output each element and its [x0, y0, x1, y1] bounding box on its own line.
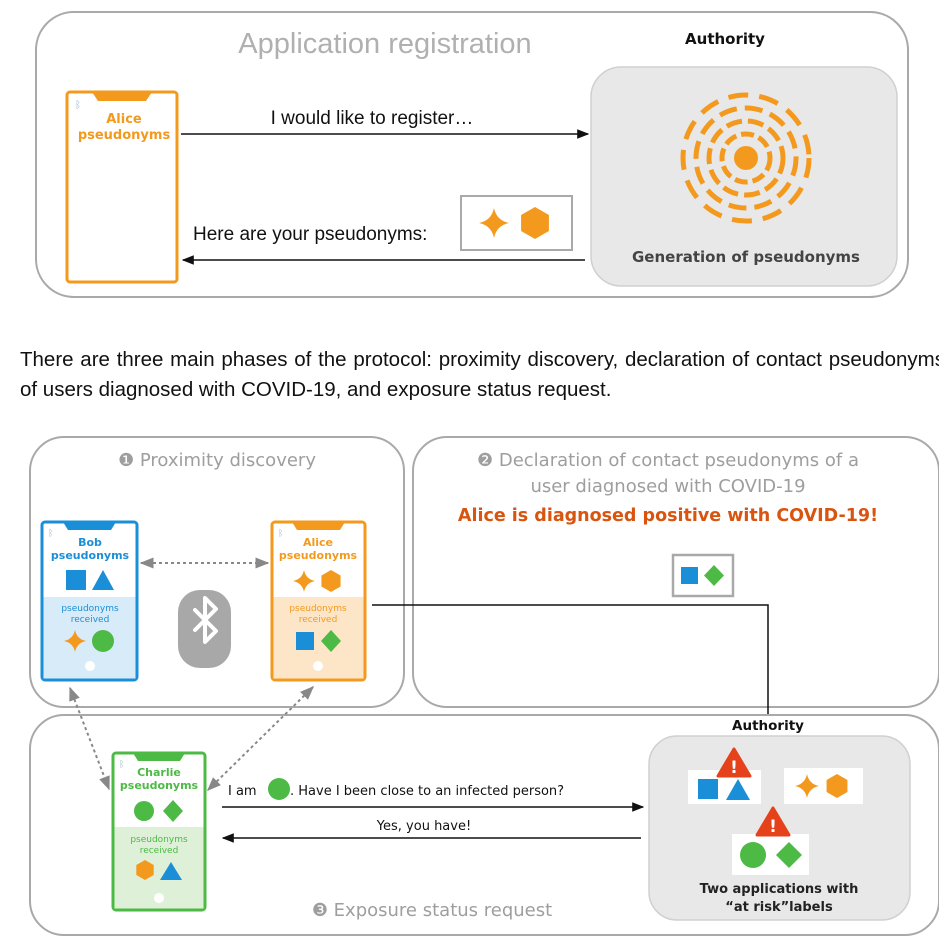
phase2-title-line1: ❷ Declaration of contact pseudonyms of a	[477, 450, 859, 471]
bob-charlie-exchange-arrow	[69, 686, 110, 791]
warning-triangle-icon: !	[755, 806, 791, 837]
risk-result-line1: Two applications with	[700, 882, 859, 897]
received-label: pseudonyms	[61, 604, 119, 614]
diamond-icon	[776, 842, 802, 868]
received-label: pseudonyms	[289, 604, 347, 614]
phase3-title: ❸ Exposure status request	[312, 900, 552, 921]
issued-pseudonyms-box	[460, 195, 573, 251]
circle-icon	[740, 842, 766, 868]
register-request-text: I would like to register…	[271, 108, 474, 129]
charlie-phone: ᛒ Charlie pseudonyms pseudonyms received	[111, 751, 207, 912]
alice-charlie-exchange-arrow	[207, 686, 314, 791]
bluetooth-icon: ᛒ	[48, 528, 53, 539]
phase1-title: ❶ Proximity discovery	[118, 450, 316, 471]
bluetooth-badge	[178, 590, 231, 668]
bob-phone: ᛒ Bob pseudonyms pseudonyms received	[40, 520, 139, 682]
phase1-panel: ❶ Proximity discovery ᛒ Bob pseudonyms p…	[29, 436, 405, 708]
authority-generator-box: Generation of pseudonyms	[590, 66, 898, 287]
triangle-icon	[726, 779, 750, 800]
square-icon	[296, 632, 314, 650]
authority-label: Authority	[732, 718, 804, 734]
radial-generator-icon	[680, 92, 812, 224]
declaration-upload-arrow	[372, 604, 773, 737]
svg-text:!: !	[730, 758, 738, 778]
circle-icon	[268, 778, 290, 800]
triangle-icon	[92, 570, 114, 590]
risk-result-line2: “at risk”labels	[725, 900, 833, 915]
bluetooth-icon: ᛒ	[119, 759, 124, 770]
authority-risk-box: ! ! Two applications with “at risk”label…	[648, 735, 911, 921]
home-button	[154, 893, 164, 903]
registration-panel: Application registration Authority ᛒ Ali…	[35, 11, 909, 298]
phone-owner-alice: Alice	[106, 112, 142, 127]
bluetooth-icon: ᛒ	[278, 528, 283, 539]
diamond-icon	[163, 800, 183, 822]
question-suffix: . Have I been close to an infected perso…	[290, 784, 564, 799]
square-icon	[681, 567, 698, 584]
home-button	[85, 661, 95, 671]
svg-text:!: !	[769, 817, 777, 837]
circle-icon	[92, 630, 114, 652]
triangle-icon	[160, 862, 182, 880]
alice-phone: ᛒ Alice pseudonyms pseudonyms received	[270, 520, 367, 682]
diamond-icon	[321, 630, 341, 652]
pseudonyms-response-text: Here are your pseudonyms:	[193, 224, 427, 245]
phone-pseudonyms-label: pseudonyms	[120, 779, 199, 792]
received-label-2: received	[299, 615, 338, 625]
bluetooth-icon	[193, 596, 218, 644]
received-label: pseudonyms	[130, 835, 188, 845]
diamond-icon	[704, 565, 724, 586]
phone-owner-alice: Alice	[303, 536, 333, 549]
phase2-title-line2: user diagnosed with COVID-19	[530, 476, 805, 497]
declared-pseudonyms-box	[671, 553, 735, 598]
phone-pseudonyms-label: pseudonyms	[51, 549, 130, 562]
generation-label: Generation of pseudonyms	[632, 248, 860, 266]
square-icon	[698, 779, 718, 799]
received-label-2: received	[71, 615, 110, 625]
circle-icon	[134, 801, 154, 821]
phone-pseudonyms-label: pseudonyms	[279, 549, 358, 562]
phone-owner-charlie: Charlie	[137, 766, 181, 779]
phone-pseudonyms-label: pseudonyms	[78, 128, 171, 143]
home-button	[313, 661, 323, 671]
square-icon	[66, 570, 86, 590]
protocol-description: There are three main phases of the proto…	[20, 348, 939, 401]
received-label-2: received	[140, 846, 179, 856]
status-answer: Yes, you have!	[376, 819, 471, 834]
bluetooth-icon: ᛒ	[75, 100, 81, 111]
authority-label: Authority	[685, 30, 765, 48]
alice-phone-registration: ᛒ Alice pseudonyms	[65, 90, 179, 284]
question-prefix: I am	[228, 784, 257, 799]
warning-triangle-icon: !	[716, 747, 752, 778]
phase3-panel: ❸ Exposure status request Authority ᛒ Ch…	[29, 686, 939, 936]
diagnosis-alert: Alice is diagnosed positive with COVID-1…	[458, 506, 878, 526]
registration-title: Application registration	[238, 28, 531, 60]
phone-owner-bob: Bob	[78, 536, 102, 549]
phase2-panel: ❷ Declaration of contact pseudonyms of a…	[412, 436, 939, 708]
